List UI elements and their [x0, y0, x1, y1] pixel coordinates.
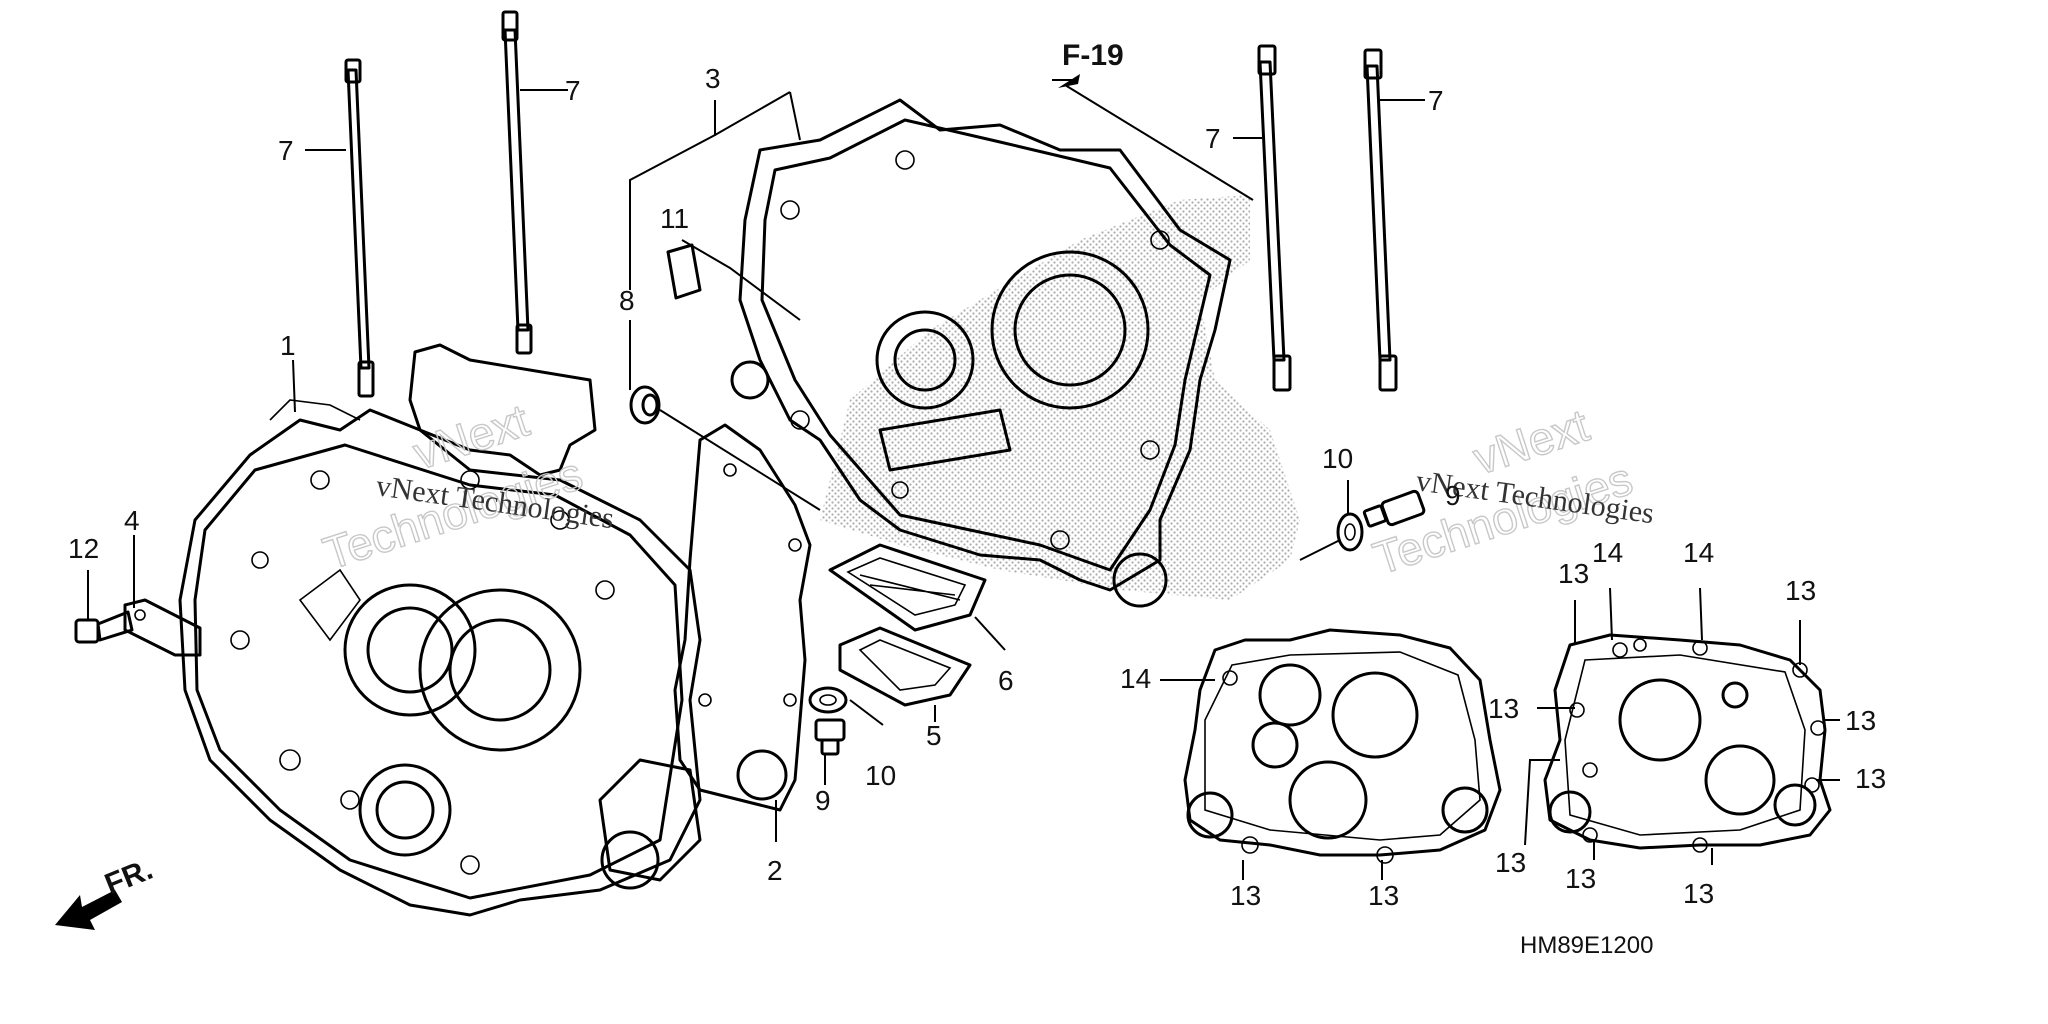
stud-bolt-7-c — [1257, 44, 1292, 392]
callout-8: 8 — [619, 285, 635, 316]
stud-bolt-7-b — [501, 10, 533, 355]
callout-14-b: 14 — [1592, 537, 1623, 568]
callout-14-c: 14 — [1683, 537, 1714, 568]
callout-13-d: 13 — [1558, 558, 1589, 589]
oil-seal-8 — [629, 385, 661, 425]
callout-3: 3 — [705, 63, 721, 94]
strainer-5 — [838, 626, 972, 707]
callout-13-f: 13 — [1565, 863, 1596, 894]
callout-5: 5 — [926, 720, 942, 751]
reference-f19: F-19 — [1062, 39, 1124, 72]
leader-lines — [87, 79, 1840, 880]
strainer-6 — [828, 543, 987, 632]
callout-12: 12 — [68, 533, 99, 564]
drain-bolt-9-upper — [1362, 489, 1426, 528]
callout-13-i: 13 — [1845, 705, 1876, 736]
callout-10-lower: 10 — [865, 760, 896, 791]
callout-7-d: 7 — [1428, 85, 1444, 116]
watermark-left: vNext Technologies vNext Technologies — [316, 393, 616, 580]
callout-11: 11 — [660, 203, 689, 234]
drain-bolt-9-lower — [814, 718, 846, 756]
callout-10-upper: 10 — [1322, 443, 1353, 474]
callout-1: 1 — [280, 330, 296, 361]
direction-label: FR. — [100, 853, 157, 902]
stud-bolt-7-d — [1363, 48, 1398, 392]
callout-13-j: 13 — [1855, 763, 1886, 794]
right-case-bolt-layout — [1543, 633, 1832, 853]
washer-10-upper — [1336, 512, 1364, 552]
f19-arrow-icon — [1058, 74, 1080, 88]
left-case-bolt-layout — [1183, 628, 1502, 864]
washer-10-lower — [808, 686, 848, 714]
callout-13-c: 13 — [1495, 847, 1526, 878]
callout-13-b: 13 — [1368, 880, 1399, 911]
callout-9-lower: 9 — [815, 785, 831, 816]
callout-13-a: 13 — [1230, 880, 1261, 911]
plate-4 — [123, 598, 202, 657]
stud-bolt-7-a — [344, 58, 375, 398]
callout-9-upper: 9 — [1445, 480, 1461, 511]
dowel-pin-11 — [666, 243, 702, 300]
callout-labels: 1 2 3 4 5 6 7 7 7 7 8 9 9 10 10 11 12 13… — [68, 63, 1886, 911]
callout-4: 4 — [124, 505, 140, 536]
fr-arrow-icon — [55, 890, 122, 930]
left-crankcase-1 — [178, 399, 702, 917]
gasket-2 — [673, 423, 812, 812]
cover-gasket — [408, 343, 597, 477]
diagram-code: HM89E1200 — [1520, 932, 1653, 959]
callout-13-g: 13 — [1683, 878, 1714, 909]
right-crankcase-3 — [730, 98, 1300, 608]
callout-13-h: 13 — [1785, 575, 1816, 606]
callout-7-b: 7 — [565, 75, 581, 106]
callout-7-c: 7 — [1205, 123, 1221, 154]
callout-7-a: 7 — [278, 135, 294, 166]
callout-14-a: 14 — [1120, 663, 1151, 694]
callout-2: 2 — [767, 855, 783, 886]
callout-13-e: 13 — [1488, 693, 1519, 724]
callout-6: 6 — [998, 665, 1014, 696]
